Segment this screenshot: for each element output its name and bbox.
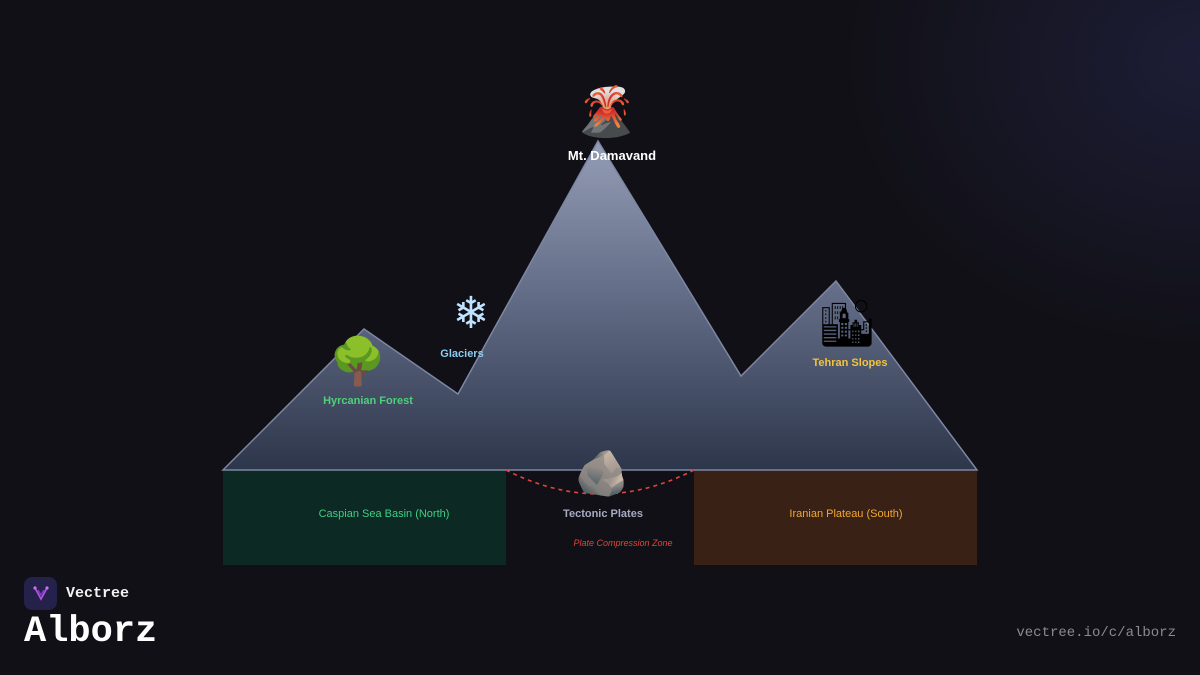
footer-url[interactable]: vectree.io/c/alborz xyxy=(1016,625,1176,641)
compression-zone-label: Plate Compression Zone xyxy=(573,538,673,548)
brand[interactable]: Vectree xyxy=(24,577,129,610)
volcano-icon: 🌋 xyxy=(576,84,636,140)
deciduous-tree-icon: 🌳 xyxy=(329,334,387,388)
glaciers-label: Glaciers xyxy=(440,348,484,360)
snowflake-icon: ❄ xyxy=(452,288,490,339)
tectonic-label: Tectonic Plates xyxy=(563,508,643,520)
plate-compression-line xyxy=(505,469,695,495)
tehran-label: Tehran Slopes xyxy=(812,357,888,369)
iranian-plateau-region xyxy=(694,470,977,565)
cityscape-icon: 🏙 xyxy=(817,296,877,350)
caspian-basin-region xyxy=(223,470,506,565)
iranian-plateau-label: Iranian Plateau (South) xyxy=(789,508,903,520)
peak-label: Mt. Damavand xyxy=(567,148,657,163)
vectree-logo-icon xyxy=(24,577,57,610)
caspian-basin-label: Caspian Sea Basin (North) xyxy=(318,508,450,520)
mountain-range xyxy=(221,139,979,471)
rock-icon: 🪨 xyxy=(574,448,630,499)
forest-label: Hyrcanian Forest xyxy=(323,395,413,407)
page-title: Alborz xyxy=(24,611,158,653)
brand-name: Vectree xyxy=(66,585,130,602)
